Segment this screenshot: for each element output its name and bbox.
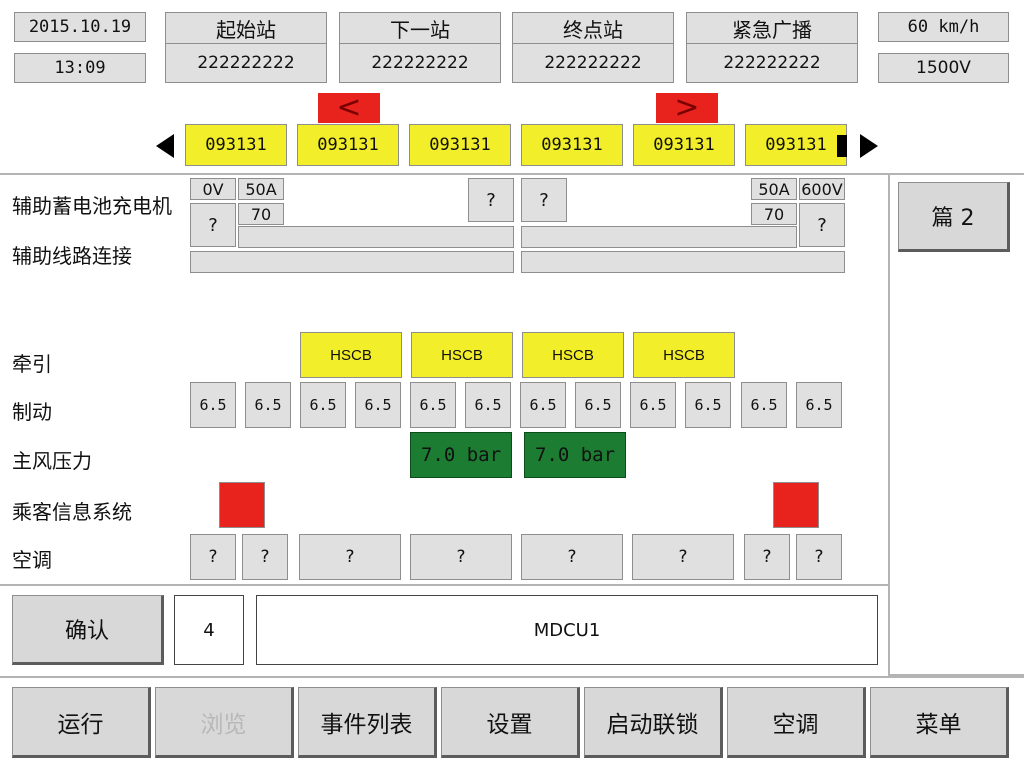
brake-5[interactable]: 6.5 bbox=[410, 382, 456, 428]
brake-9[interactable]: 6.5 bbox=[630, 382, 676, 428]
chevron-right-icon: > bbox=[674, 90, 700, 125]
next-station-value: 222222222 bbox=[339, 43, 501, 83]
aux-left-status[interactable]: ? bbox=[190, 203, 236, 247]
train-cab-right-icon bbox=[837, 135, 847, 157]
confirm-button[interactable]: 确认 bbox=[12, 595, 164, 665]
toolbar-menu-button[interactable]: 菜单 bbox=[870, 687, 1009, 758]
aux-right-current: 50A bbox=[751, 178, 797, 200]
time-display: 13:09 bbox=[14, 53, 146, 83]
date-display: 2015.10.19 bbox=[14, 12, 146, 42]
chevron-left-icon: < bbox=[336, 90, 362, 125]
aux-mid-right-status[interactable]: ? bbox=[521, 178, 567, 222]
hvac-3[interactable]: ? bbox=[299, 534, 401, 580]
row-label-main-air: 主风压力 bbox=[12, 449, 92, 473]
hvac-1[interactable]: ? bbox=[190, 534, 236, 580]
origin-station-title: 起始站 bbox=[165, 12, 327, 44]
train-front-left-triangle-icon bbox=[156, 134, 174, 158]
page-2-button[interactable]: 篇 2 bbox=[898, 182, 1010, 252]
toolbar-hvac-button[interactable]: 空调 bbox=[727, 687, 866, 758]
brake-8[interactable]: 6.5 bbox=[575, 382, 621, 428]
brake-3[interactable]: 6.5 bbox=[300, 382, 346, 428]
origin-station-value: 222222222 bbox=[165, 43, 327, 83]
toolbar-browse-button[interactable]: 浏览 bbox=[155, 687, 294, 758]
brake-10[interactable]: 6.5 bbox=[685, 382, 731, 428]
toolbar-run-button[interactable]: 运行 bbox=[12, 687, 151, 758]
next-station-title: 下一站 bbox=[339, 12, 501, 44]
aux-left-voltage: 0V bbox=[190, 178, 236, 200]
toolbar-settings-button[interactable]: 设置 bbox=[441, 687, 580, 758]
hscb-2[interactable]: HSCB bbox=[411, 332, 513, 378]
terminal-station-title: 终点站 bbox=[512, 12, 674, 44]
car-1[interactable]: 093131 bbox=[185, 124, 287, 166]
header-divider bbox=[0, 173, 1024, 175]
event-count: 4 bbox=[174, 595, 244, 665]
status-message-divider bbox=[0, 584, 888, 586]
aux-mid-left-status[interactable]: ? bbox=[468, 178, 514, 222]
toolbar-event-list-button[interactable]: 事件列表 bbox=[298, 687, 437, 758]
hvac-6[interactable]: ? bbox=[632, 534, 734, 580]
direction-left-indicator: < bbox=[318, 93, 380, 123]
aux-right-value: 70 bbox=[751, 203, 797, 225]
car-3[interactable]: 093131 bbox=[409, 124, 511, 166]
emergency-broadcast-title: 紧急广播 bbox=[686, 12, 858, 44]
hvac-8[interactable]: ? bbox=[796, 534, 842, 580]
row-label-aux-line: 辅助线路连接 bbox=[12, 244, 132, 268]
car-4[interactable]: 093131 bbox=[521, 124, 623, 166]
brake-4[interactable]: 6.5 bbox=[355, 382, 401, 428]
car-5[interactable]: 093131 bbox=[633, 124, 735, 166]
main-air-pressure-2[interactable]: 7.0 bar bbox=[524, 432, 626, 478]
terminal-station-value: 222222222 bbox=[512, 43, 674, 83]
hvac-7[interactable]: ? bbox=[744, 534, 790, 580]
aux-right-charge-bar bbox=[521, 226, 797, 248]
toolbar-divider bbox=[0, 676, 1024, 678]
brake-12[interactable]: 6.5 bbox=[796, 382, 842, 428]
main-air-pressure-1[interactable]: 7.0 bar bbox=[410, 432, 512, 478]
aux-left-charge-bar bbox=[238, 226, 514, 248]
train-front-right-triangle-icon bbox=[860, 134, 878, 158]
hscb-3[interactable]: HSCB bbox=[522, 332, 624, 378]
brake-7[interactable]: 6.5 bbox=[520, 382, 566, 428]
brake-11[interactable]: 6.5 bbox=[741, 382, 787, 428]
brake-1[interactable]: 6.5 bbox=[190, 382, 236, 428]
aux-left-current: 50A bbox=[238, 178, 284, 200]
pis-status-right[interactable] bbox=[773, 482, 819, 528]
hvac-2[interactable]: ? bbox=[242, 534, 288, 580]
aux-line-right-bar bbox=[521, 251, 845, 273]
line-voltage-display: 1500V bbox=[878, 53, 1009, 83]
emergency-broadcast-value: 222222222 bbox=[686, 43, 858, 83]
event-message: MDCU1 bbox=[256, 595, 878, 665]
main-side-divider bbox=[888, 173, 890, 676]
hscb-4[interactable]: HSCB bbox=[633, 332, 735, 378]
toolbar-start-interlock-button[interactable]: 启动联锁 bbox=[584, 687, 723, 758]
aux-right-status[interactable]: ? bbox=[799, 203, 845, 247]
pis-status-left[interactable] bbox=[219, 482, 265, 528]
row-label-pis: 乘客信息系统 bbox=[12, 500, 132, 524]
aux-line-left-bar bbox=[190, 251, 514, 273]
hvac-5[interactable]: ? bbox=[521, 534, 623, 580]
car-2[interactable]: 093131 bbox=[297, 124, 399, 166]
car-6[interactable]: 093131 bbox=[745, 124, 847, 166]
speed-display: 60 km/h bbox=[878, 12, 1009, 42]
aux-left-value: 70 bbox=[238, 203, 284, 225]
row-label-aux-charger: 辅助蓄电池充电机 bbox=[12, 194, 172, 218]
row-label-hvac: 空调 bbox=[12, 548, 52, 572]
row-label-traction: 牵引 bbox=[12, 352, 52, 376]
brake-2[interactable]: 6.5 bbox=[245, 382, 291, 428]
side-bottom-divider bbox=[888, 674, 1024, 676]
hvac-4[interactable]: ? bbox=[410, 534, 512, 580]
row-label-brake: 制动 bbox=[12, 400, 52, 424]
hscb-1[interactable]: HSCB bbox=[300, 332, 402, 378]
aux-right-voltage: 600V bbox=[799, 178, 845, 200]
direction-right-indicator: > bbox=[656, 93, 718, 123]
brake-6[interactable]: 6.5 bbox=[465, 382, 511, 428]
